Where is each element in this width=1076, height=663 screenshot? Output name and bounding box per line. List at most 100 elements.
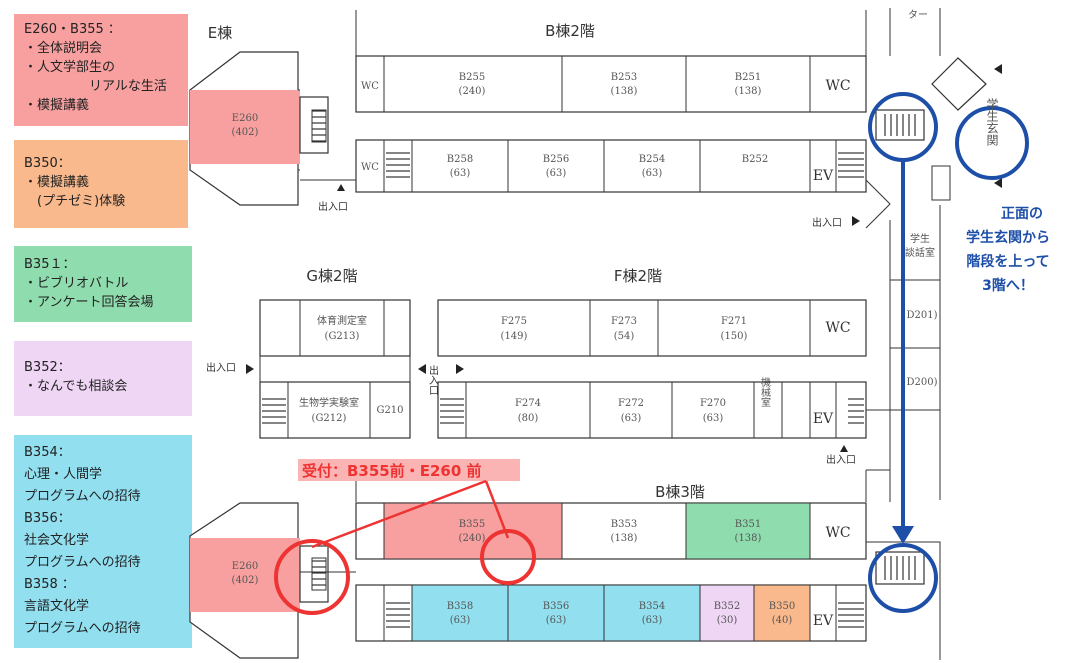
room-b351-cap: (138) [735, 533, 762, 544]
legend-line: B35１： [24, 257, 76, 272]
wc-label: WC [825, 525, 850, 541]
room-b255-cap: (240) [459, 86, 486, 97]
building-f-south [437, 381, 867, 439]
room-b355-fill [383, 502, 563, 560]
floor-label-b2: B棟2階 [545, 22, 595, 40]
legend-line: リアルな生活 [24, 79, 167, 94]
floor-label-f2: F棟2階 [614, 267, 662, 285]
wall-line [931, 165, 951, 201]
arrow-right-icon [246, 364, 254, 374]
wall-line [889, 470, 941, 500]
route-note-line: 学生玄関から [966, 229, 1050, 246]
wall-line [866, 541, 941, 660]
arrow-left-icon [994, 64, 1002, 74]
room-b350-fill [753, 584, 811, 642]
room-b350-name: B350 [769, 601, 795, 612]
wall-line [889, 205, 941, 470]
room-b358-cap: (63) [450, 615, 471, 626]
room-g213-cap: (G213) [325, 331, 360, 342]
room-b356-cap: (63) [546, 615, 567, 626]
room-e260-upper-name: E260 [232, 113, 258, 124]
genkan-label-vertical: 学生玄関 [985, 97, 999, 146]
lounge-name: 学生 [910, 232, 930, 245]
center-vertical-label: ター [908, 9, 928, 21]
wall-line [889, 8, 941, 56]
room-f275-cap: (149) [501, 331, 528, 342]
wall-line [383, 585, 837, 641]
legend-b352: B352： ・なんでも相談会 [14, 341, 192, 416]
route-note-line: 3階へ！ [982, 277, 1034, 294]
legend-line: プログラムへの招待 [24, 621, 141, 636]
legend-line: ・模擬講義 [24, 175, 90, 190]
room-b356-name: B356 [543, 601, 569, 612]
building-corner [931, 57, 987, 111]
legend-line: プログラムへの招待 [24, 555, 141, 570]
stairs-g [262, 394, 286, 424]
room-b252-name: B252 [742, 154, 768, 165]
room-b352-cap: (30) [717, 615, 738, 626]
room-b251-name: B251 [735, 72, 761, 83]
entrance-label: 出入口 [206, 361, 236, 374]
legend-line: ・ビブリオバトル [24, 276, 129, 291]
legend-e260-b355: E260・B355 ： ・全体説明会 ・人文学部生の リアルな生活 ・模擬講義 [14, 14, 188, 126]
building-f-north [437, 299, 867, 357]
wall-line [890, 279, 940, 411]
arrow-left-icon [994, 178, 1002, 188]
room-b251-cap: (138) [735, 86, 762, 97]
ev-label: EV [813, 411, 834, 427]
wc-label: WC [361, 162, 379, 173]
room-b353-name: B353 [611, 519, 637, 530]
room-b255-name: B255 [459, 72, 485, 83]
stairs-f-east [848, 394, 864, 424]
room-b352-fill [699, 584, 755, 642]
room-b254-cap: (63) [642, 168, 663, 179]
route-note-line: 階段を上って [966, 253, 1049, 270]
legend-line: B354： [24, 445, 71, 460]
room-kikai: 機械室 [759, 376, 771, 407]
room-e260-lower-name: E260 [232, 561, 258, 572]
entrance-label-vertical: 出入口 [427, 364, 439, 395]
room-b256-cap: (63) [546, 168, 567, 179]
legend-line: B356： [24, 511, 71, 526]
building-g-north [259, 299, 411, 357]
stairs-main-3f-steps [880, 556, 920, 580]
room-f273-cap: (54) [614, 331, 635, 342]
legend-line: B352： [24, 360, 71, 375]
wc-label: WC [825, 320, 850, 336]
entrance-label: 出入口 [812, 216, 842, 229]
wall-line [383, 140, 837, 192]
room-b253-name: B253 [611, 72, 637, 83]
floor-label-e: E棟 [208, 24, 232, 42]
arrow-left-icon [418, 364, 426, 374]
wall-line [299, 300, 385, 356]
legend-line: ・模擬講義 [24, 98, 90, 113]
room-b351-name: B351 [735, 519, 761, 530]
legend-line: プログラムへの招待 [24, 489, 141, 504]
stairs-b3-west [386, 598, 410, 628]
wall-line [355, 10, 867, 56]
room-b355-name: B355 [459, 519, 485, 530]
room-e260-upper-cap: (402) [232, 127, 259, 138]
legend-line: E260・B355 ： [24, 22, 121, 37]
room-g212-cap: (G212) [312, 413, 347, 424]
room-b258-cap: (63) [450, 168, 471, 179]
room-f272-cap: (63) [621, 413, 642, 424]
room-g213-name: 体育測定室 [317, 314, 367, 327]
ev-label: EV [813, 613, 834, 629]
room-d200: D200) [906, 377, 937, 388]
legend-line: 言語文化学 [24, 599, 90, 614]
legend-line: B358 ： [24, 577, 75, 592]
room-f273-name: F273 [611, 316, 637, 327]
room-b350-cap: (40) [772, 615, 793, 626]
reception-label-bg [298, 459, 520, 481]
route-circle-genkan [955, 106, 1029, 180]
floor-label-g2: G棟2階 [306, 267, 357, 285]
legend-line: 社会文化学 [24, 533, 90, 548]
room-e260-upper-fill [190, 90, 300, 164]
stairs-main-steps [880, 114, 920, 136]
room-b354-cap: (63) [642, 615, 663, 626]
entrance-label: 出入口 [318, 200, 348, 213]
room-b253-cap: (138) [611, 86, 638, 97]
legend-line: (プチゼミ)体験 [24, 194, 126, 209]
wall-line [298, 89, 300, 171]
